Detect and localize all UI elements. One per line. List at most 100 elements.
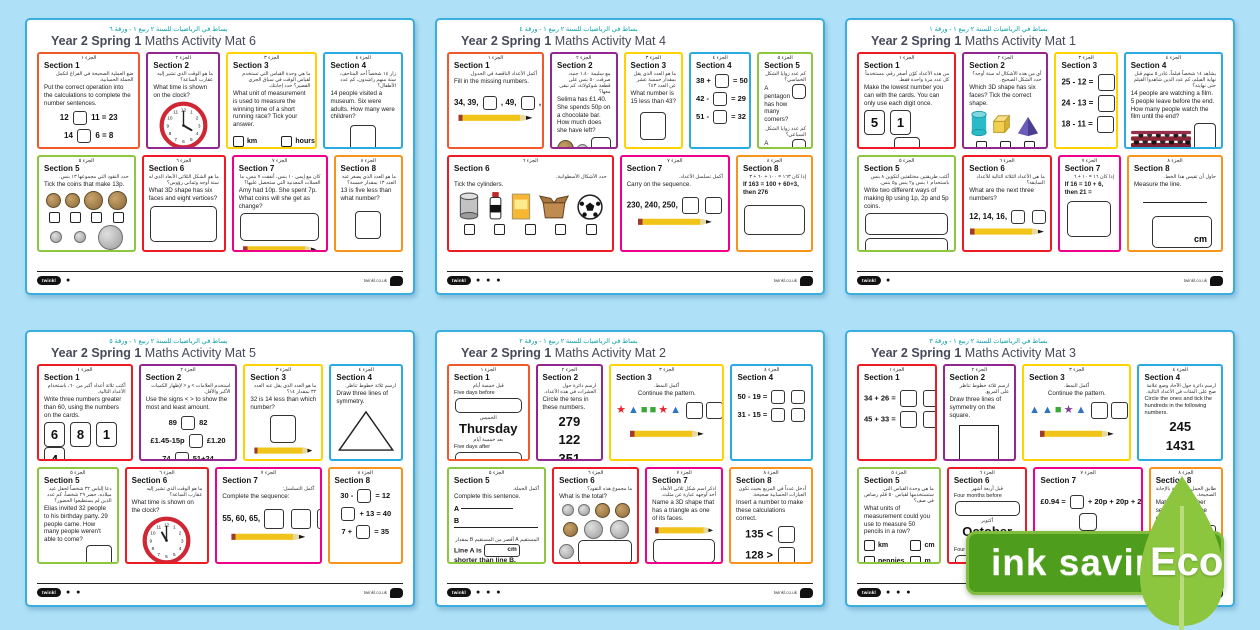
answer-box[interactable] xyxy=(1193,123,1216,148)
answer-box[interactable] xyxy=(771,390,786,405)
answer-box[interactable] xyxy=(270,414,297,443)
answer-box[interactable] xyxy=(578,539,633,563)
answer-box[interactable] xyxy=(174,451,189,460)
answer-box[interactable] xyxy=(777,526,795,544)
answer-box[interactable] xyxy=(85,544,112,563)
answer-box[interactable] xyxy=(520,95,535,110)
answer-box[interactable] xyxy=(954,500,1020,516)
answer-box[interactable] xyxy=(682,196,700,214)
checkbox[interactable] xyxy=(864,556,875,563)
answer-box[interactable] xyxy=(653,539,716,563)
answer-box[interactable] xyxy=(356,525,371,540)
answer-box[interactable] xyxy=(771,408,786,423)
checkbox[interactable] xyxy=(232,135,244,147)
answer-box[interactable] xyxy=(640,111,667,140)
answer-box[interactable] xyxy=(777,547,795,563)
coin-icon xyxy=(556,139,574,148)
answer-box[interactable] xyxy=(705,196,723,214)
answer-box[interactable] xyxy=(865,213,949,236)
checkbox[interactable] xyxy=(555,223,567,235)
checkbox[interactable] xyxy=(1023,141,1035,148)
answer-box[interactable] xyxy=(355,210,382,239)
answer-box[interactable] xyxy=(1079,513,1098,532)
answer-box[interactable] xyxy=(1011,209,1026,224)
digit-card[interactable]: 1 xyxy=(890,110,911,136)
section-title: Section 6 xyxy=(148,163,185,173)
answer-box[interactable] xyxy=(290,508,311,529)
3d-shapes xyxy=(969,110,1041,137)
checkbox[interactable] xyxy=(585,223,597,235)
answer-box[interactable] xyxy=(188,433,203,448)
answer-box[interactable] xyxy=(72,111,87,126)
digit-card[interactable]: 1 xyxy=(96,422,117,448)
digit-card[interactable]: 4 xyxy=(44,447,65,460)
answer-box[interactable] xyxy=(264,508,285,529)
answer-box[interactable] xyxy=(792,138,806,148)
answer-box[interactable] xyxy=(791,408,806,423)
digit-card[interactable]: 6 xyxy=(44,422,65,448)
answer-box[interactable] xyxy=(922,411,935,429)
triangle-shape[interactable] xyxy=(337,410,395,452)
checkbox[interactable] xyxy=(910,540,922,552)
svg-text:12: 12 xyxy=(181,107,187,113)
mat-title-arabic: بساط في الرياضيات للسنة ٢ ربيع ١ - ورقة … xyxy=(929,26,1048,33)
answer-box[interactable] xyxy=(714,74,729,89)
svg-text:4: 4 xyxy=(195,131,198,137)
answer-box[interactable] xyxy=(791,390,806,405)
digit-card[interactable]: 5 xyxy=(864,110,885,136)
answer-box[interactable] xyxy=(1067,200,1112,237)
checkbox[interactable] xyxy=(49,211,61,223)
checkbox[interactable] xyxy=(910,556,922,563)
answer-box[interactable] xyxy=(1111,402,1129,420)
answer-box[interactable] xyxy=(316,508,320,529)
answer-box[interactable] xyxy=(893,137,920,148)
answer-box[interactable] xyxy=(357,489,372,504)
answer-box[interactable] xyxy=(1097,116,1115,134)
answer-box[interactable] xyxy=(482,95,497,110)
square-shape[interactable] xyxy=(959,425,1000,460)
answer-box[interactable] xyxy=(350,125,377,148)
answer-box[interactable] xyxy=(706,402,723,420)
answer-box[interactable] xyxy=(686,402,703,420)
answer-box[interactable] xyxy=(729,197,730,214)
checkbox[interactable] xyxy=(112,211,124,223)
answer-box[interactable]: cm xyxy=(483,543,520,557)
answer-box[interactable] xyxy=(922,390,935,408)
answer-box[interactable] xyxy=(1031,209,1046,224)
answer-box[interactable] xyxy=(899,390,917,408)
checkbox[interactable] xyxy=(524,223,536,235)
digit-card[interactable]: 8 xyxy=(70,422,91,448)
answer-box[interactable] xyxy=(1097,95,1115,113)
answer-box[interactable] xyxy=(454,397,522,413)
answer-box[interactable] xyxy=(150,205,217,242)
m2-section-6: الجزء ٦ Section 6 ما مجموع هذه النقود؟ W… xyxy=(552,467,640,565)
answer-box[interactable] xyxy=(77,129,92,144)
answer-box[interactable] xyxy=(899,411,917,429)
answer-box[interactable] xyxy=(743,204,806,235)
answer-box[interactable] xyxy=(454,452,522,460)
answer-box[interactable] xyxy=(1091,402,1109,420)
answer-box[interactable] xyxy=(591,136,611,148)
answer-box[interactable] xyxy=(240,213,320,242)
answer-box[interactable] xyxy=(713,92,728,107)
difficulty-dots: ● ● xyxy=(65,589,83,596)
checkbox[interactable] xyxy=(91,211,103,223)
answer-box[interactable] xyxy=(1097,74,1115,92)
answer-box[interactable] xyxy=(713,110,728,125)
checkbox[interactable] xyxy=(864,540,875,552)
checkbox[interactable] xyxy=(999,141,1011,148)
answer-box[interactable] xyxy=(341,507,356,522)
checkbox[interactable] xyxy=(463,223,475,235)
label-arabic: قبل أربعة أشهر xyxy=(971,486,1003,493)
answer-box[interactable]: cm xyxy=(1151,215,1212,248)
answer-box[interactable] xyxy=(792,84,806,100)
answer-box[interactable] xyxy=(73,147,87,149)
answer-box[interactable] xyxy=(865,238,949,251)
checkbox[interactable] xyxy=(281,135,293,147)
checkbox[interactable] xyxy=(975,141,987,148)
answer-box[interactable] xyxy=(181,415,196,430)
checkbox[interactable] xyxy=(494,223,506,235)
answer-box[interactable] xyxy=(1069,495,1084,510)
checkbox[interactable] xyxy=(70,211,82,223)
